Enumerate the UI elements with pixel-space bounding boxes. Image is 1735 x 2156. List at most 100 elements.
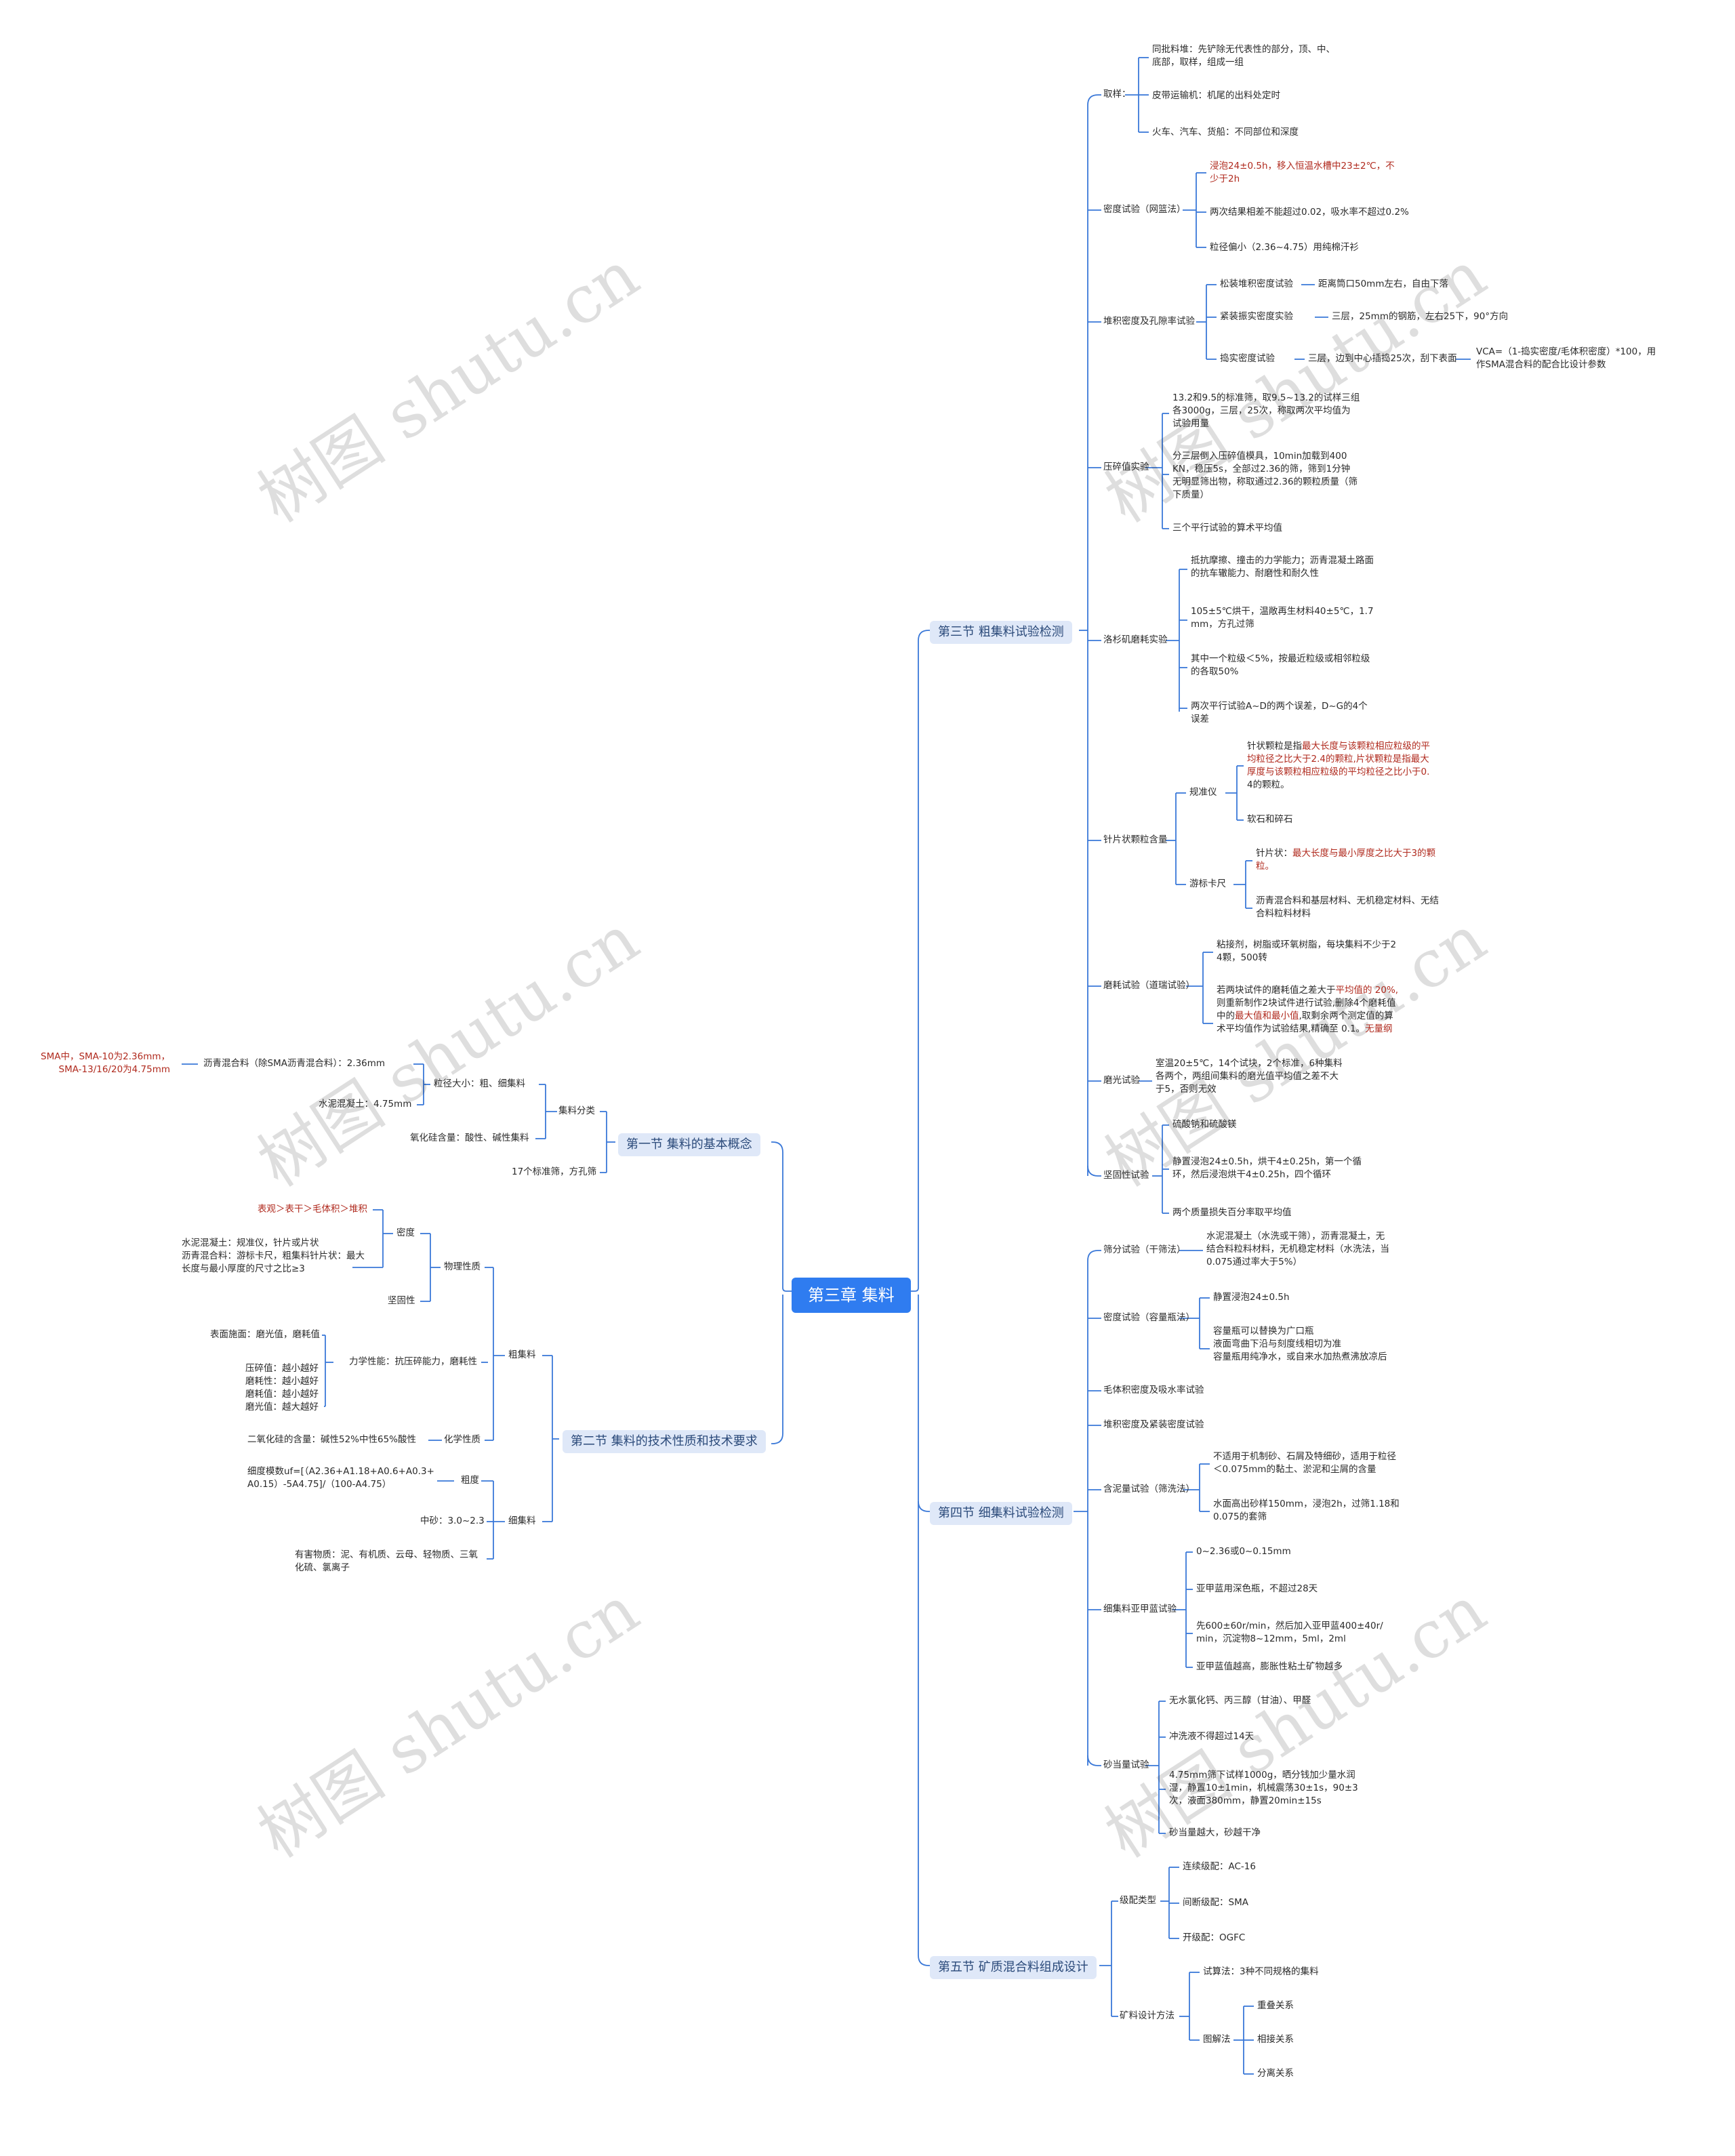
needle-note-leaf: 水泥混凝土：规准仪，针片或片状沥青混合料：游标卡尺，粗集料针片状：最大长度与最小…: [182, 1238, 365, 1274]
caliper-node[interactable]: 游标卡尺: [1189, 878, 1226, 889]
trial-method-leaf: 试算法：3种不同规格的集料: [1203, 1966, 1319, 1977]
harmful-substance-leaf: 有害物质：泥、有机质、云母、轻物质、三氧化硫、氯离子: [295, 1549, 478, 1573]
classification-node[interactable]: 集料分类: [558, 1105, 595, 1116]
soundness-leaf: 硫酸钠和硫酸镁: [1172, 1119, 1237, 1130]
polish-test-node[interactable]: 磨光试验: [1103, 1075, 1140, 1086]
sampling-leaf: 皮带运输机：机尾的出料处定时: [1152, 90, 1280, 101]
section-5-node[interactable]: 第五节 矿质混合料组成设计: [930, 1956, 1097, 1979]
sand-equivalent-node[interactable]: 砂当量试验: [1103, 1760, 1149, 1770]
los-angeles-leaf: 抵抗摩擦、撞击的力学能力；沥青混凝土路面的抗车辙能力、耐磨性和耐久性: [1191, 555, 1374, 579]
density-leaf: 粒径偏小（2.36~4.75）用纯棉汗衫: [1210, 242, 1359, 253]
mud-leaf: 不适用于机制砂、石屑及特细砂，适用于粒径＜0.075mm的黏土、淤泥和尘屑的含量: [1213, 1451, 1396, 1475]
graphic-leaf: 相接关系: [1257, 2034, 1294, 2045]
tamp-density-node[interactable]: 捣实密度试验: [1220, 353, 1275, 364]
caliper-leaf: 沥青混合料和基层材料、无机稳定材料、无结合料粒料材料: [1256, 895, 1439, 919]
tamp-density-leaf: 三层，边到中心插捣25次，刮下表面: [1308, 353, 1457, 364]
needle-content-node[interactable]: 针片状颗粒含量: [1103, 834, 1168, 845]
loose-density-node[interactable]: 松装堆积密度试验: [1220, 279, 1293, 289]
sand-equivalent-leaf: 4.75mm筛下试样1000g，晒分钱加少量水润湿，静置10±1min，机械震荡…: [1169, 1770, 1358, 1806]
sand-equivalent-leaf: 砂当量越大，砂越干净: [1169, 1827, 1261, 1838]
fineness-leaf: 细度模数uf=[（A2.36+A1.18+A0.6+A0.3+A0.15）-5A…: [247, 1466, 434, 1490]
bulk-density-node[interactable]: 堆积密度及孔隙率试验: [1103, 316, 1195, 327]
chemical-property-node[interactable]: 化学性质: [444, 1434, 481, 1445]
section-4-node[interactable]: 第四节 细集料试验检测: [930, 1502, 1072, 1525]
grain-size-node[interactable]: 粒径大小：粗、细集料: [434, 1078, 525, 1089]
sampling-leaf: 同批料堆：先铲除无代表性的部分，顶、中、底部，取样，组成一组: [1152, 44, 1335, 68]
mud-content-node[interactable]: 含泥量试验（筛洗法）: [1103, 1484, 1195, 1494]
density-test-node[interactable]: 密度试验（网篮法）: [1103, 204, 1186, 215]
section-1-node[interactable]: 第一节 集料的基本概念: [618, 1133, 760, 1156]
sand-equivalent-leaf: 无水氯化钙、丙三醇（甘油）、甲醛: [1169, 1695, 1311, 1706]
fine-density-leaf: 静置浸泡24±0.5h: [1213, 1292, 1290, 1303]
crush-leaf: 13.2和9.5的标准筛，取9.5~13.2的试样三组各3000g，三层，25次…: [1172, 392, 1360, 429]
tight-density-leaf: 三层，25mm的钢筋，左右25下，90°方向: [1332, 311, 1509, 322]
sieve-leaf: 水泥混凝土（水洗或干筛），沥青混凝土，无结合料粒料材料，无机稳定材料（水洗法，当…: [1206, 1231, 1389, 1267]
sieves-leaf: 17个标准筛，方孔筛: [512, 1166, 597, 1177]
graphic-leaf: 分离关系: [1257, 2068, 1294, 2079]
firmness-node[interactable]: 坚固性: [388, 1295, 415, 1306]
medium-sand-leaf: 中砂：3.0~2.3: [420, 1516, 485, 1526]
gauge-node[interactable]: 规准仪: [1189, 787, 1217, 798]
sand-equivalent-leaf: 冲洗液不得超过14天: [1169, 1731, 1254, 1742]
cement-leaf: 水泥混凝土：4.75mm: [319, 1099, 412, 1110]
los-angeles-leaf: 其中一个粒级＜5%，按最近粒级或相邻粒级的各取50%: [1191, 653, 1370, 677]
grading-leaf: 间断级配：SMA: [1183, 1897, 1248, 1908]
methylene-blue-leaf: 亚甲蓝值越高，膨胀性粘土矿物越多: [1196, 1661, 1343, 1672]
section-2-node[interactable]: 第二节 集料的技术性质和技术要求: [563, 1430, 766, 1453]
fineness-node[interactable]: 粗度: [461, 1475, 479, 1486]
gauge-leaf: 软石和碎石: [1247, 814, 1293, 825]
tight-density-node[interactable]: 紧装振实密度实验: [1220, 311, 1293, 322]
chemical-leaf: 二氧化硅的含量：碱性52%中性65%酸性: [247, 1434, 417, 1445]
fine-density-node[interactable]: 密度试验（容量瓶法）: [1103, 1312, 1195, 1323]
graphic-method-node[interactable]: 图解法: [1203, 2034, 1231, 2045]
section-3-node[interactable]: 第三节 粗集料试验检测: [930, 621, 1072, 644]
methylene-blue-leaf: 亚甲蓝用深色瓶，不超过28天: [1196, 1583, 1318, 1594]
physical-property-node[interactable]: 物理性质: [444, 1261, 481, 1272]
coarse-aggregate-node[interactable]: 粗集料: [508, 1349, 536, 1360]
density-order-leaf: 表观＞表干＞毛体积＞堆积: [258, 1204, 367, 1215]
los-angeles-test-node[interactable]: 洛杉矶磨耗实验: [1103, 634, 1168, 645]
sma-note-leaf: SMA中，SMA-10为2.36mm，SMA-13/16/20为4.75mm: [41, 1051, 171, 1075]
mechanical-leaf: 压碎值：越小越好磨耗性：越小越好磨耗值：越小越好磨光值：越大越好: [245, 1363, 319, 1412]
density-node[interactable]: 密度: [396, 1227, 415, 1238]
asphalt-leaf: 沥青混合料（除SMA沥青混合料）：2.36mm: [203, 1058, 386, 1069]
sampling-leaf: 火车、汽车、货船：不同部位和深度: [1152, 127, 1299, 138]
sieve-test-node[interactable]: 筛分试验（干筛法）: [1103, 1244, 1186, 1255]
crush-leaf: 三个平行试验的算术平均值: [1172, 523, 1282, 533]
abrasion-test-node[interactable]: 磨耗试验（道瑞试验）: [1103, 980, 1195, 991]
los-angeles-leaf: 两次平行试验A~D的两个误差，D~G的4个误差: [1191, 701, 1368, 725]
loose-density-leaf: 距离筒口50mm左右，自由下落: [1318, 279, 1448, 289]
methylene-blue-leaf: 先600±60r/min，然后加入亚甲蓝400±40r/min，沉淀物8~12m…: [1196, 1621, 1383, 1644]
sampling-node[interactable]: 取样：: [1103, 89, 1131, 100]
design-method-node[interactable]: 矿料设计方法: [1120, 2010, 1175, 2021]
grading-leaf: 开级配：OGFC: [1183, 1932, 1246, 1943]
silica-leaf: 氧化硅含量：酸性、碱性集料: [410, 1133, 529, 1143]
abrasion-result-leaf: 若两块试件的磨耗值之差大于平均值的 20%, 则重新制作2块试件进行试验,删除4…: [1217, 985, 1399, 1034]
mechanical-property-node[interactable]: 力学性能：抗压碎能力，磨耗性: [349, 1356, 477, 1367]
grading-type-node[interactable]: 级配类型: [1120, 1895, 1156, 1906]
graphic-leaf: 重叠关系: [1257, 2000, 1294, 2011]
surface-leaf: 表面施面：磨光值，磨耗值: [210, 1329, 320, 1340]
gauge-definition-leaf: 针状颗粒是指最大长度与该颗粒相应粒级的平 均粒径之比大于2.4的颗粒,片状颗粒是…: [1247, 741, 1430, 790]
soundness-leaf: 静置浸泡24±0.5h，烘干4±0.25h，第一个循环，然后浸泡烘干4±0.25…: [1172, 1156, 1362, 1180]
vca-leaf: VCA=（1-捣实密度/毛体积密度）*100，用作SMA混合料的配合比设计参数: [1476, 346, 1656, 370]
fine-aggregate-node[interactable]: 细集料: [508, 1516, 536, 1526]
caliper-definition-leaf: 针片状：最大长度与最小厚度之比大于3的颗 粒。: [1256, 848, 1436, 872]
soundness-leaf: 两个质量损失百分率取平均值: [1172, 1207, 1292, 1218]
methylene-blue-leaf: 0~2.36或0~0.15mm: [1196, 1546, 1291, 1557]
methylene-blue-node[interactable]: 细集料亚甲蓝试验: [1103, 1604, 1177, 1614]
bulk-tight-density-node[interactable]: 堆积密度及紧装密度试验: [1103, 1419, 1204, 1430]
fine-density-leaf: 容量瓶可以替换为广口瓶液面弯曲下沿与刻度线相切为准容量瓶用纯净水，或自来水加热煮…: [1213, 1326, 1387, 1362]
polish-leaf: 室温20±5℃，14个试块，2个标准，6种集料各两个，两组间集料的磨光值平均值之…: [1156, 1058, 1343, 1095]
bulk-absorption-node[interactable]: 毛体积密度及吸水率试验: [1103, 1385, 1204, 1396]
crush-test-node[interactable]: 压碎值实验: [1103, 462, 1149, 472]
soundness-test-node[interactable]: 坚固性试验: [1103, 1170, 1149, 1181]
root-node[interactable]: 第三章 集料: [792, 1278, 911, 1313]
density-leaf: 两次结果相差不能超过0.02，吸水率不超过0.2%: [1210, 207, 1409, 218]
grading-leaf: 连续级配：AC-16: [1183, 1861, 1256, 1872]
